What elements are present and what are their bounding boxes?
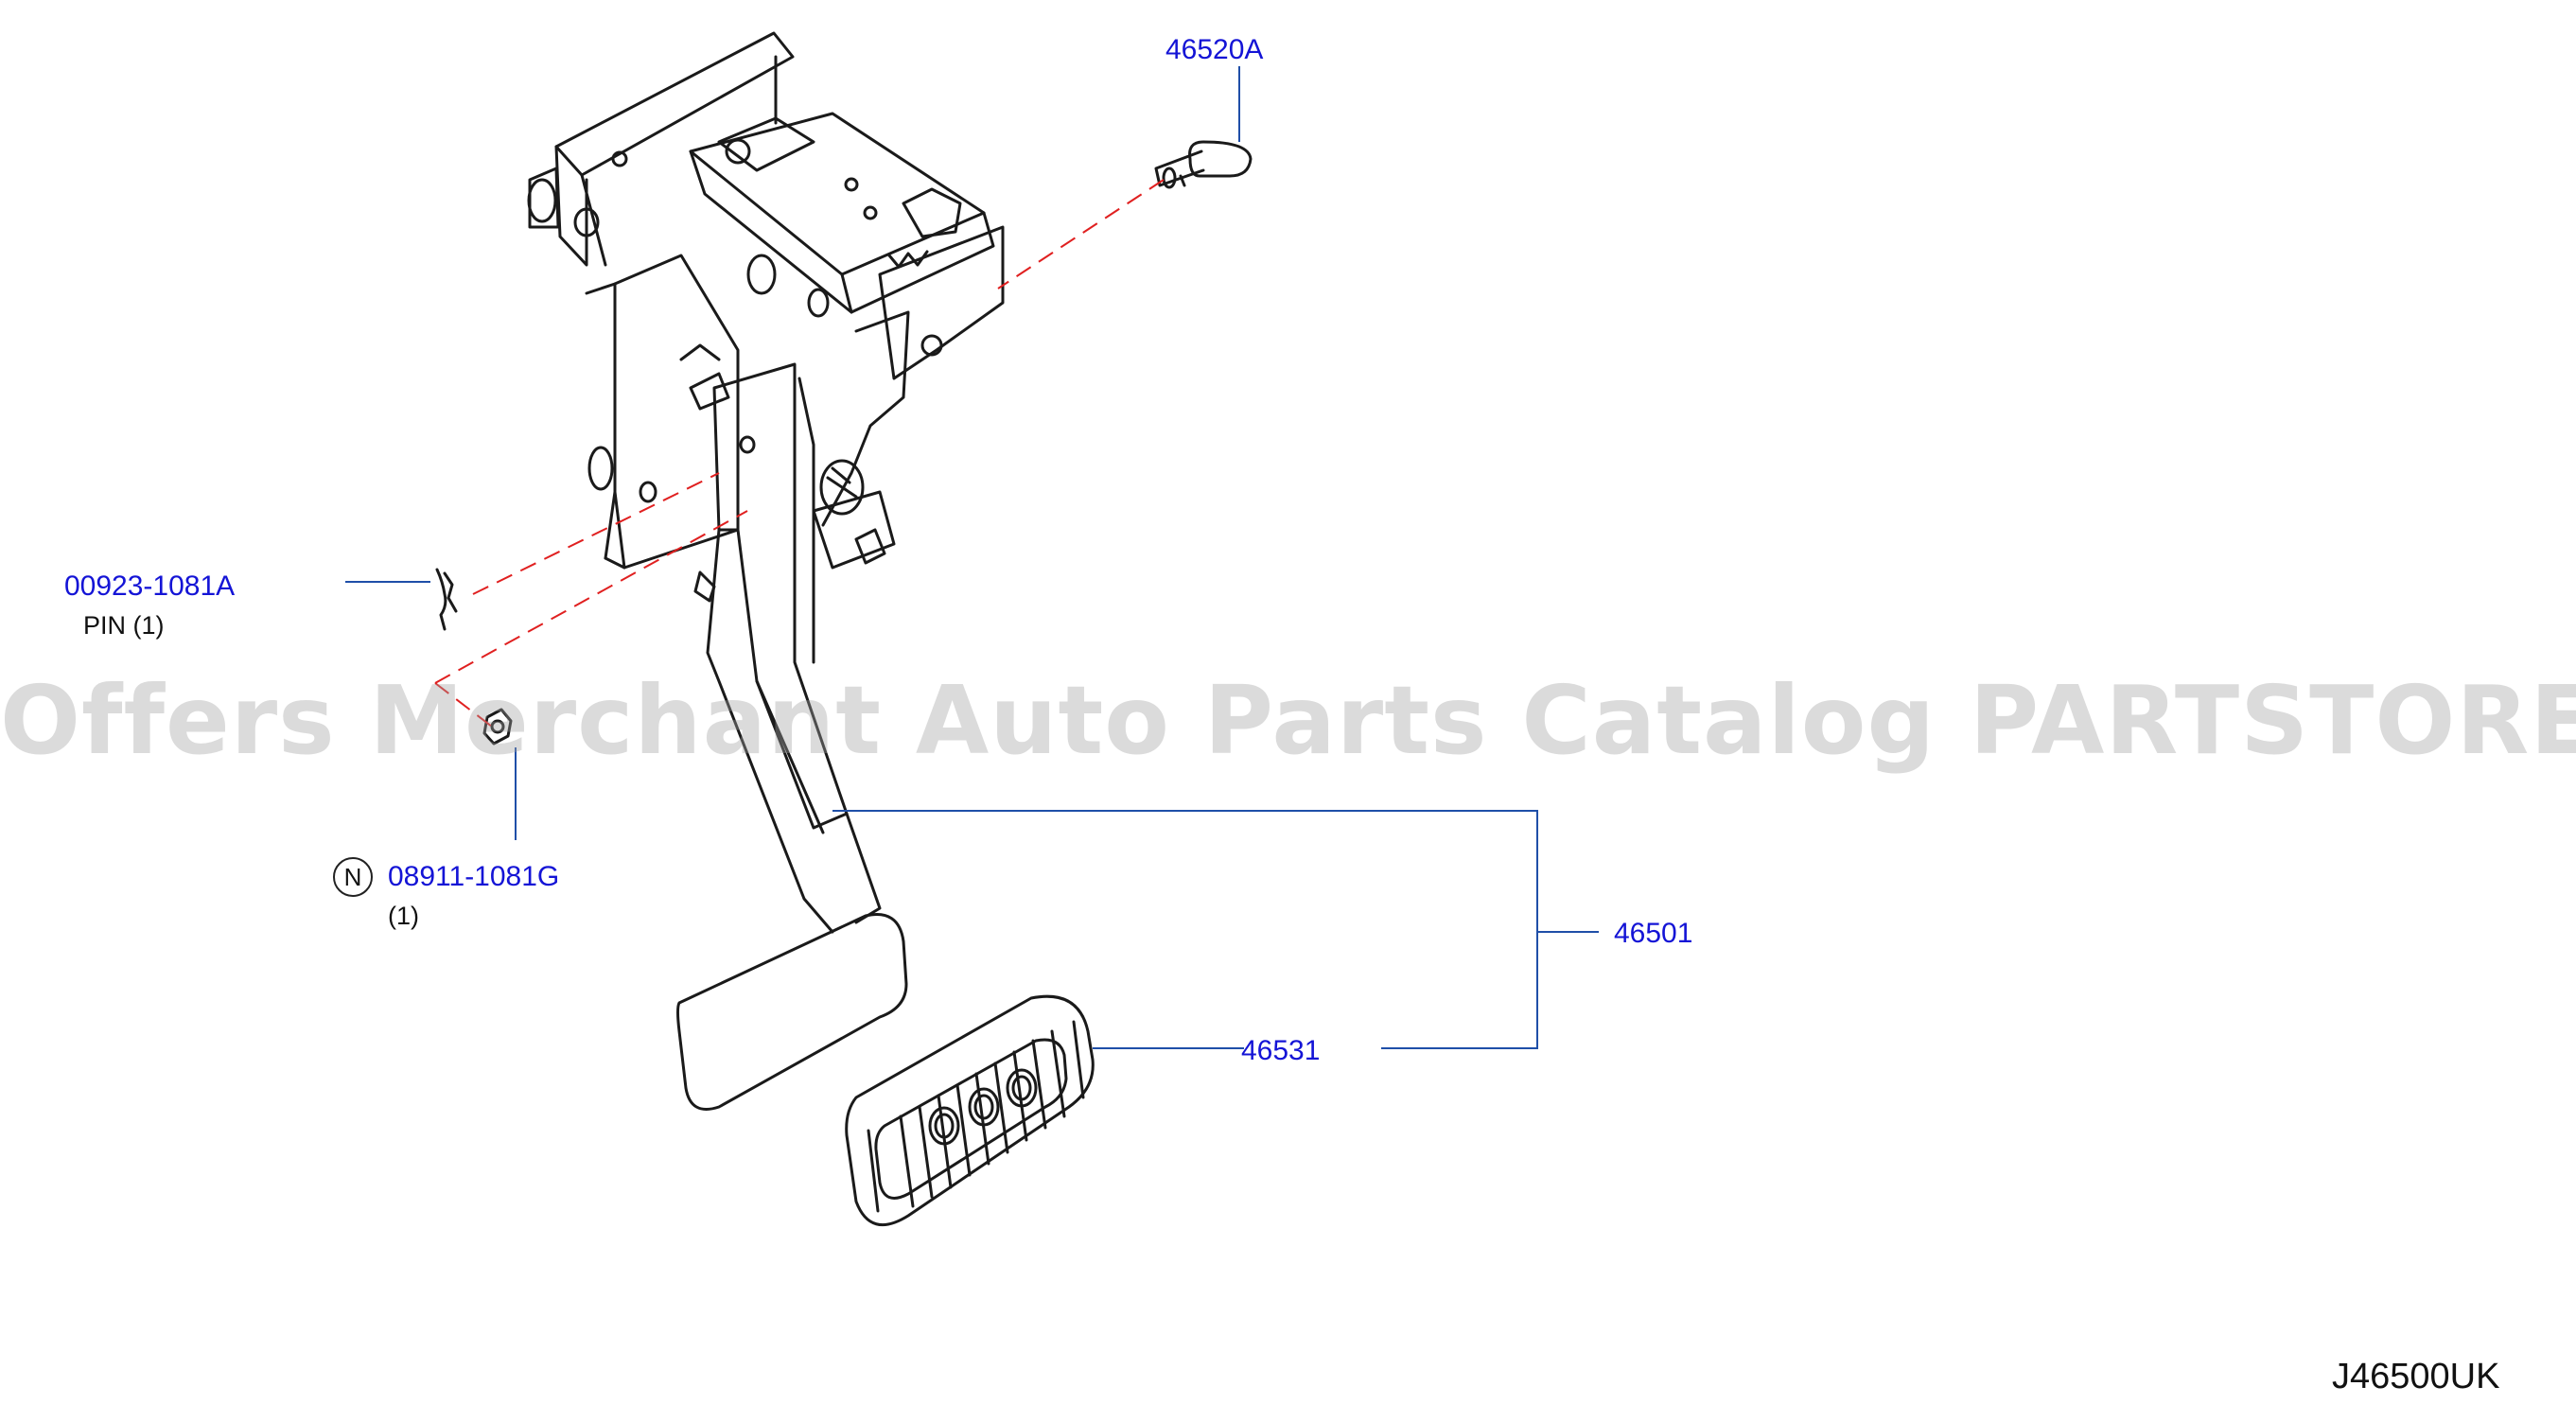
pedal-bracket-icon [527, 31, 1005, 603]
hex-nut-icon [482, 708, 513, 746]
part-qty-nut: (1) [388, 902, 419, 930]
part-label-46520A[interactable]: 46520A [1165, 34, 1264, 65]
snap-pin-icon [435, 568, 458, 631]
pedal-plate-icon [676, 913, 908, 1111]
clevis-bolt-icon [1154, 140, 1253, 189]
n-marker-icon: N [333, 857, 373, 897]
diagram-code: J46500UK [2332, 1357, 2500, 1396]
part-label-08911-1081G[interactable]: 08911-1081G [388, 861, 560, 892]
rubber-pad-icon [845, 994, 1095, 1226]
part-label-46531[interactable]: 46531 [1241, 1035, 1321, 1066]
pedal-arm-icon [706, 362, 882, 934]
part-desc-pin: PIN (1) [83, 611, 165, 640]
part-label-46501[interactable]: 46501 [1614, 918, 1693, 949]
part-label-00923-1081A[interactable]: 00923-1081A [64, 570, 236, 602]
